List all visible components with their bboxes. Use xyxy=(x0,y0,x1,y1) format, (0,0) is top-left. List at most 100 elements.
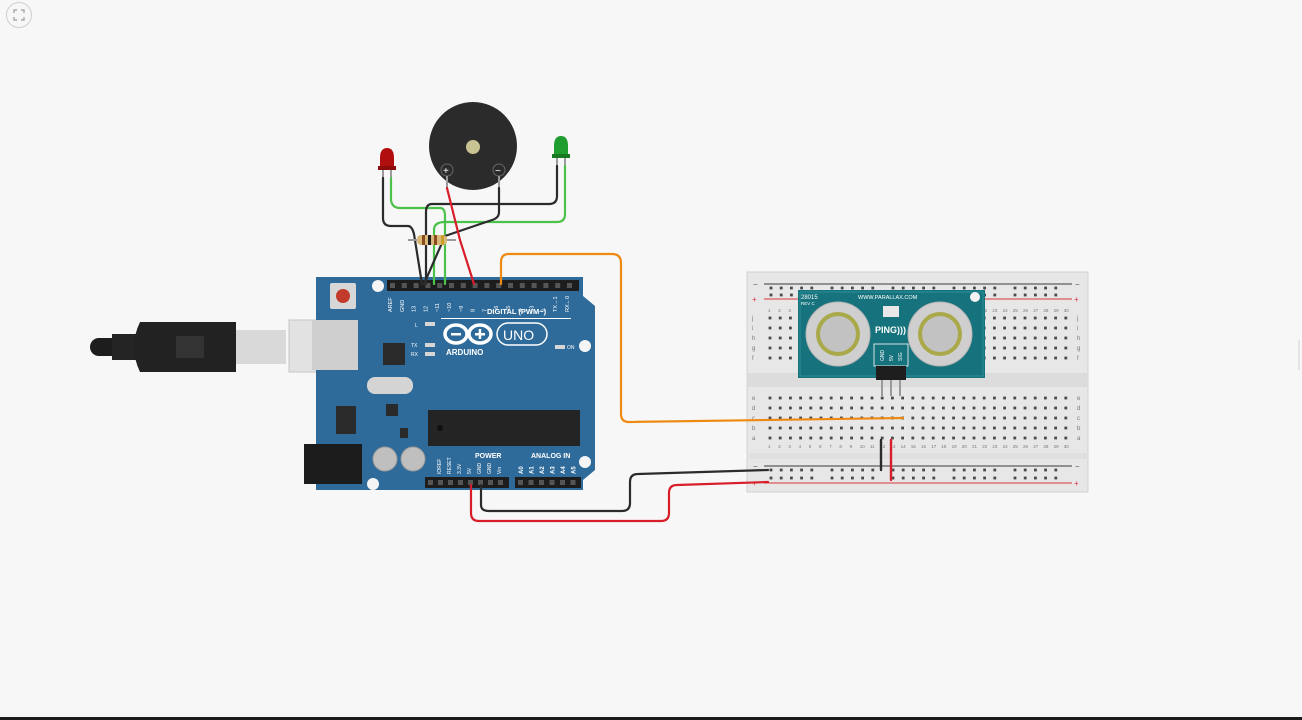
bb-col-number: 11 xyxy=(870,444,875,449)
bb-col-number: 7 xyxy=(829,444,832,449)
wire-orange-signal xyxy=(499,252,905,424)
bb-col-number: 26 xyxy=(1023,444,1029,449)
ping-sensor[interactable]: 28015 REV C WWW.PARALLAX.COM PING))) GND… xyxy=(798,290,985,396)
digital-pin-label: AREF xyxy=(388,297,394,312)
bb-col-number: 17 xyxy=(931,444,937,449)
digital-pin-label: ~3 xyxy=(530,306,536,312)
arduino-model: UNO xyxy=(503,327,534,343)
bb-col-number: 30 xyxy=(1064,308,1070,313)
bb-row-letter: b xyxy=(1077,426,1081,432)
digital-pin-label: ~9 xyxy=(459,306,465,312)
digital-label: DIGITAL (PWM~) xyxy=(487,307,547,316)
digital-pin-label: 2 xyxy=(541,309,547,312)
wire-green-led-red xyxy=(389,176,447,286)
analog-pin-label: A5 xyxy=(572,466,578,474)
digital-pin-label: 13 xyxy=(412,306,418,312)
wire-red-buzzer xyxy=(445,186,476,286)
bb-col-number: 3 xyxy=(788,308,791,313)
power-pin-label: 3.3V xyxy=(457,463,463,474)
bb-row-letter: a xyxy=(1077,436,1081,442)
arduino-board[interactable]: ARDUINO UNO DIGITAL (PWM~) POWER ANALOG … xyxy=(304,277,595,490)
analog-pin-label: A0 xyxy=(519,466,525,474)
digital-pin-label: GND xyxy=(400,300,406,312)
bb-row-letter: d xyxy=(752,406,755,412)
bb-row-letter: h xyxy=(752,336,755,342)
sensor-pin-label: SIG xyxy=(898,352,904,361)
bb-col-number: 29 xyxy=(1054,444,1060,449)
led-rx-label: RX xyxy=(411,352,419,358)
bb-col-number: 27 xyxy=(1033,308,1039,313)
buzzer-plus: + xyxy=(443,166,449,177)
fullscreen-icon xyxy=(13,9,25,21)
analog-pin-label: A4 xyxy=(561,466,567,474)
bb-col-number: 2 xyxy=(778,308,781,313)
wire-red-5v-bb xyxy=(469,480,770,523)
bb-row-letter: d xyxy=(1077,406,1080,412)
bb-row-letter: h xyxy=(1077,336,1080,342)
wires[interactable] xyxy=(381,164,905,523)
sensor-name: PING))) xyxy=(875,325,906,335)
bb-col-number: 13 xyxy=(890,444,896,449)
wire-black-gnd-bb xyxy=(479,468,770,513)
wire-black-buzzer xyxy=(422,186,501,286)
bb-col-number: 18 xyxy=(941,444,947,449)
bb-col-number: 10 xyxy=(860,444,866,449)
wire-green-led-green xyxy=(432,164,567,286)
bb-row-letter: e xyxy=(1077,396,1081,402)
sensor-pin-label: 5V xyxy=(889,354,895,361)
bb-col-number: 2 xyxy=(778,444,781,449)
power-pin-label: IOREF xyxy=(437,459,443,474)
analog-label: ANALOG IN xyxy=(531,453,570,460)
bb-col-number: 20 xyxy=(962,444,968,449)
bottom-border xyxy=(0,717,1302,720)
bb-col-number: 14 xyxy=(901,444,907,449)
power-pin-label: GND xyxy=(477,463,483,475)
bb-col-number: 1 xyxy=(768,308,771,313)
resistor[interactable] xyxy=(408,235,456,245)
side-scroll-indicator[interactable] xyxy=(1298,340,1300,370)
fit-view-button[interactable] xyxy=(6,2,32,28)
power-pin-label: Vin xyxy=(497,467,503,474)
svg-text:−: − xyxy=(1075,280,1080,289)
digital-pin-label: 12 xyxy=(423,306,429,312)
led-l-label: L xyxy=(415,323,418,329)
analog-header[interactable] xyxy=(515,477,581,488)
sensor-rev: REV C xyxy=(801,301,816,306)
bb-col-number: 19 xyxy=(952,444,958,449)
bb-col-number: 25 xyxy=(1013,308,1019,313)
digital-pin-label: RX←0 xyxy=(565,296,571,312)
bb-col-number: 23 xyxy=(992,444,998,449)
bb-row-letter: c xyxy=(752,416,755,422)
digital-pin-label: 8 xyxy=(471,309,477,312)
led-green[interactable] xyxy=(552,136,570,166)
bb-row-letter: g xyxy=(1077,346,1080,352)
bb-col-number: 16 xyxy=(921,444,927,449)
svg-text:+: + xyxy=(1074,479,1079,488)
bb-row-letter: g xyxy=(752,346,755,352)
led-on-label: ON xyxy=(567,345,575,351)
bb-col-number: 28 xyxy=(1043,444,1049,449)
bb-row-letter: b xyxy=(752,426,756,432)
bb-row-letter: f xyxy=(752,356,754,362)
arduino-brand: ARDUINO xyxy=(446,348,483,357)
svg-text:−: − xyxy=(753,280,758,289)
bb-col-number: 4 xyxy=(799,444,802,449)
bb-col-number: 26 xyxy=(1023,308,1029,313)
power-pin-label: RESET xyxy=(447,457,453,474)
buzzer-minus: − xyxy=(495,166,501,177)
bb-row-letter: j xyxy=(1076,316,1078,322)
sensor-pin-label: GND xyxy=(880,350,886,362)
piezo-buzzer[interactable]: + − xyxy=(429,102,517,190)
digital-header[interactable] xyxy=(387,280,579,291)
bb-row-letter: a xyxy=(752,436,756,442)
led-red[interactable] xyxy=(378,148,396,178)
wire-black-led-red xyxy=(381,176,424,286)
sensor-website: WWW.PARALLAX.COM xyxy=(858,295,918,301)
bb-col-number: 23 xyxy=(992,308,998,313)
bb-row-letter: e xyxy=(752,396,756,402)
bb-col-number: 9 xyxy=(850,444,853,449)
power-header[interactable] xyxy=(425,477,509,488)
svg-text:−: − xyxy=(753,462,758,471)
digital-pin-label: 4 xyxy=(518,309,524,312)
